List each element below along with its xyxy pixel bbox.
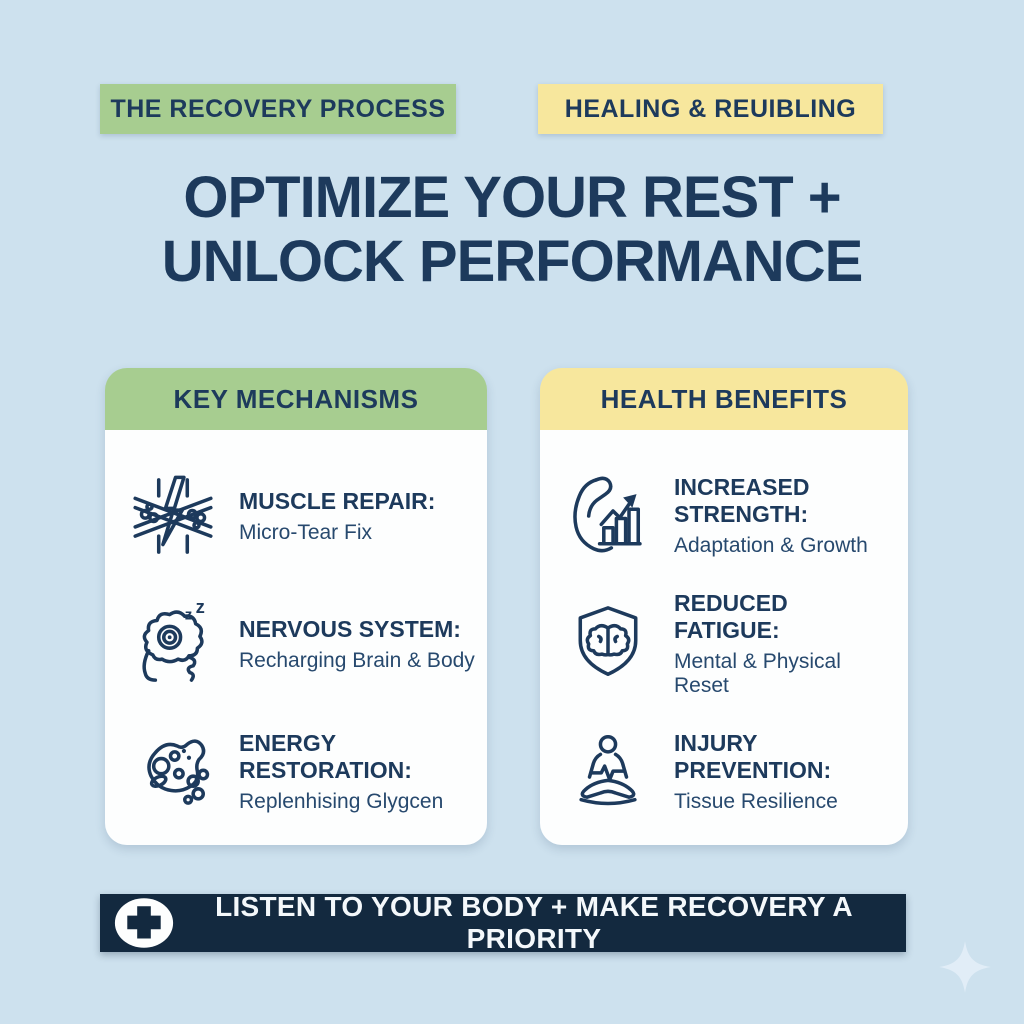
list-item-muscle-repair: MUSCLE REPAIR: Micro-Tear Fix <box>131 452 477 580</box>
svg-text:z: z <box>196 602 205 617</box>
list-item-injury-prevention: INJURY PREVENTION: Tissue Resilience <box>566 708 898 836</box>
card-body: INCREASED STRENGTH: Adaptation & Growth … <box>540 430 908 845</box>
energy-restoration-icon <box>131 730 215 814</box>
badge-recovery-process: THE RECOVERY PROCESS <box>100 84 456 134</box>
sparkle-icon <box>938 940 992 994</box>
card-health-benefits: HEALTH BENEFITS INCREASE <box>540 368 908 845</box>
card-header-health-benefits: HEALTH BENEFITS <box>540 368 908 430</box>
badge-healing-rebuilding: HEALING & REUIBLING <box>538 84 883 134</box>
item-text: ENERGY RESTORATION: Replenhising Glygcen <box>239 730 477 814</box>
list-item-energy-restoration: ENERGY RESTORATION: Replenhising Glygcen <box>131 708 477 836</box>
item-subtitle: Recharging Brain & Body <box>239 648 475 672</box>
title-line-2: UNLOCK PERFORMANCE <box>161 229 864 294</box>
item-title: INCREASED STRENGTH: <box>674 474 810 527</box>
svg-text:z: z <box>185 607 193 624</box>
item-subtitle: Replenhising Glygcen <box>239 790 444 813</box>
card-header-key-mechanisms: KEY MECHANISMS <box>105 368 487 430</box>
item-text: MUSCLE REPAIR: Micro-Tear Fix <box>239 488 435 545</box>
item-title: REDUCED FATIGUE: <box>674 590 788 643</box>
item-subtitle: Tissue Resilience <box>674 790 838 813</box>
item-subtitle: Adaptation & Growth <box>674 534 868 557</box>
medical-cross-icon <box>112 897 176 949</box>
item-title: INJURY PREVENTION: <box>674 730 832 783</box>
item-text: NERVOUS SYSTEM: Recharging Brain & Body <box>239 616 475 673</box>
item-text: REDUCED FATIGUE: Mental & Physical Reset <box>674 590 898 698</box>
card-key-mechanisms: KEY MECHANISMS MUSCLE REPAIR: Micro-Tear <box>105 368 487 845</box>
nervous-system-icon: z z <box>131 602 215 686</box>
list-item-reduced-fatigue: REDUCED FATIGUE: Mental & Physical Reset <box>566 580 898 708</box>
item-title: NERVOUS SYSTEM: <box>239 615 461 642</box>
item-title: MUSCLE REPAIR: <box>239 487 436 514</box>
card-body: MUSCLE REPAIR: Micro-Tear Fix z z <box>105 430 487 845</box>
title-line-1: OPTIMIZE YOUR REST + <box>183 165 841 230</box>
increased-strength-icon <box>566 474 650 558</box>
item-subtitle: Mental & Physical Reset <box>674 650 841 697</box>
item-title: ENERGY RESTORATION: <box>239 730 412 783</box>
item-text: INJURY PREVENTION: Tissue Resilience <box>674 730 898 814</box>
banner-text: LISTEN TO YOUR BODY + MAKE RECOVERY A PR… <box>215 891 853 954</box>
shield-brain-icon <box>566 602 650 686</box>
item-subtitle: Micro-Tear Fix <box>239 520 373 544</box>
item-text: INCREASED STRENGTH: Adaptation & Growth <box>674 474 898 558</box>
muscle-repair-icon <box>131 474 215 558</box>
list-item-increased-strength: INCREASED STRENGTH: Adaptation & Growth <box>566 452 898 580</box>
page-title: OPTIMIZE YOUR REST + UNLOCK PERFORMANCE <box>0 166 1024 294</box>
footer-banner: LISTEN TO YOUR BODY + MAKE RECOVERY A PR… <box>100 891 906 954</box>
meditation-icon <box>566 730 650 814</box>
list-item-nervous-system: z z NERVOUS SYSTEM: Recharging Brain & B… <box>131 580 477 708</box>
